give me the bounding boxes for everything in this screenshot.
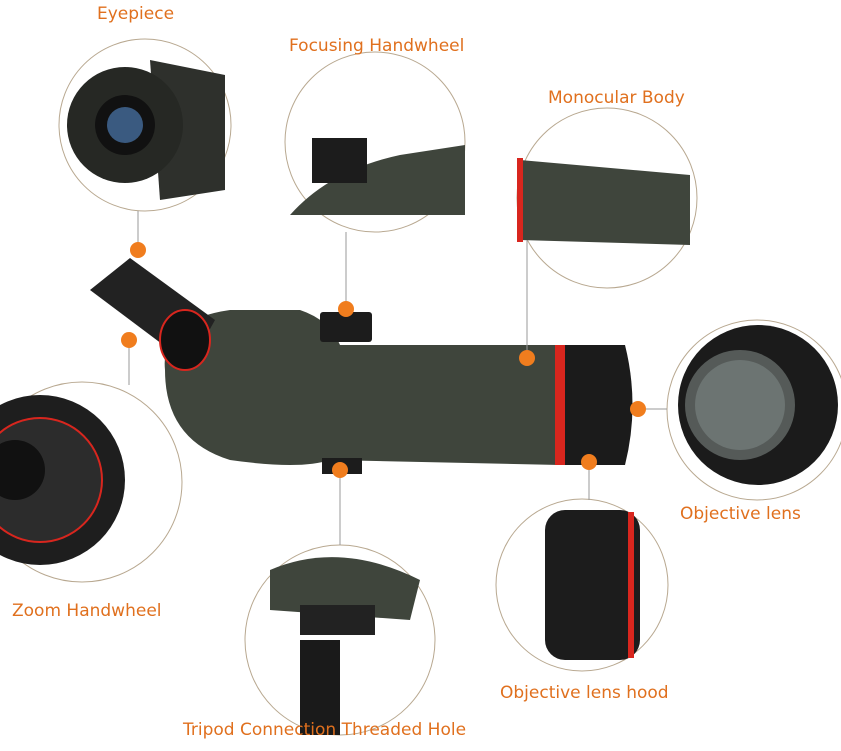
eyepiece-marker [130, 242, 146, 258]
focusing-handwheel-marker [338, 301, 354, 317]
focusing-handwheel-detail [290, 138, 465, 215]
label-objective-lens: Objective lens [680, 504, 801, 524]
label-objective-lens-hood: Objective lens hood [500, 683, 669, 703]
label-eyepiece: Eyepiece [97, 4, 175, 24]
label-tripod-hole: Tripod Connection Threaded Hole [183, 720, 467, 740]
objective-lens-hood-detail [545, 510, 640, 660]
label-monocular-body: Monocular Body [548, 88, 685, 108]
monocular-body-marker [519, 350, 535, 366]
objective-lens-hood-marker [581, 454, 597, 470]
zoom-handwheel-detail [0, 395, 125, 565]
tripod-marker [332, 462, 348, 478]
objective-lens-detail [678, 325, 838, 485]
spotting-scope [90, 258, 633, 474]
eyepiece-detail [67, 60, 225, 200]
label-zoom-handwheel: Zoom Handwheel [12, 601, 162, 621]
label-focusing-handwheel: Focusing Handwheel [289, 36, 465, 56]
tripod-detail [270, 557, 420, 735]
monocular-body-detail [517, 158, 690, 245]
zoom-handwheel-marker [121, 332, 137, 348]
objective-lens-marker [630, 401, 646, 417]
